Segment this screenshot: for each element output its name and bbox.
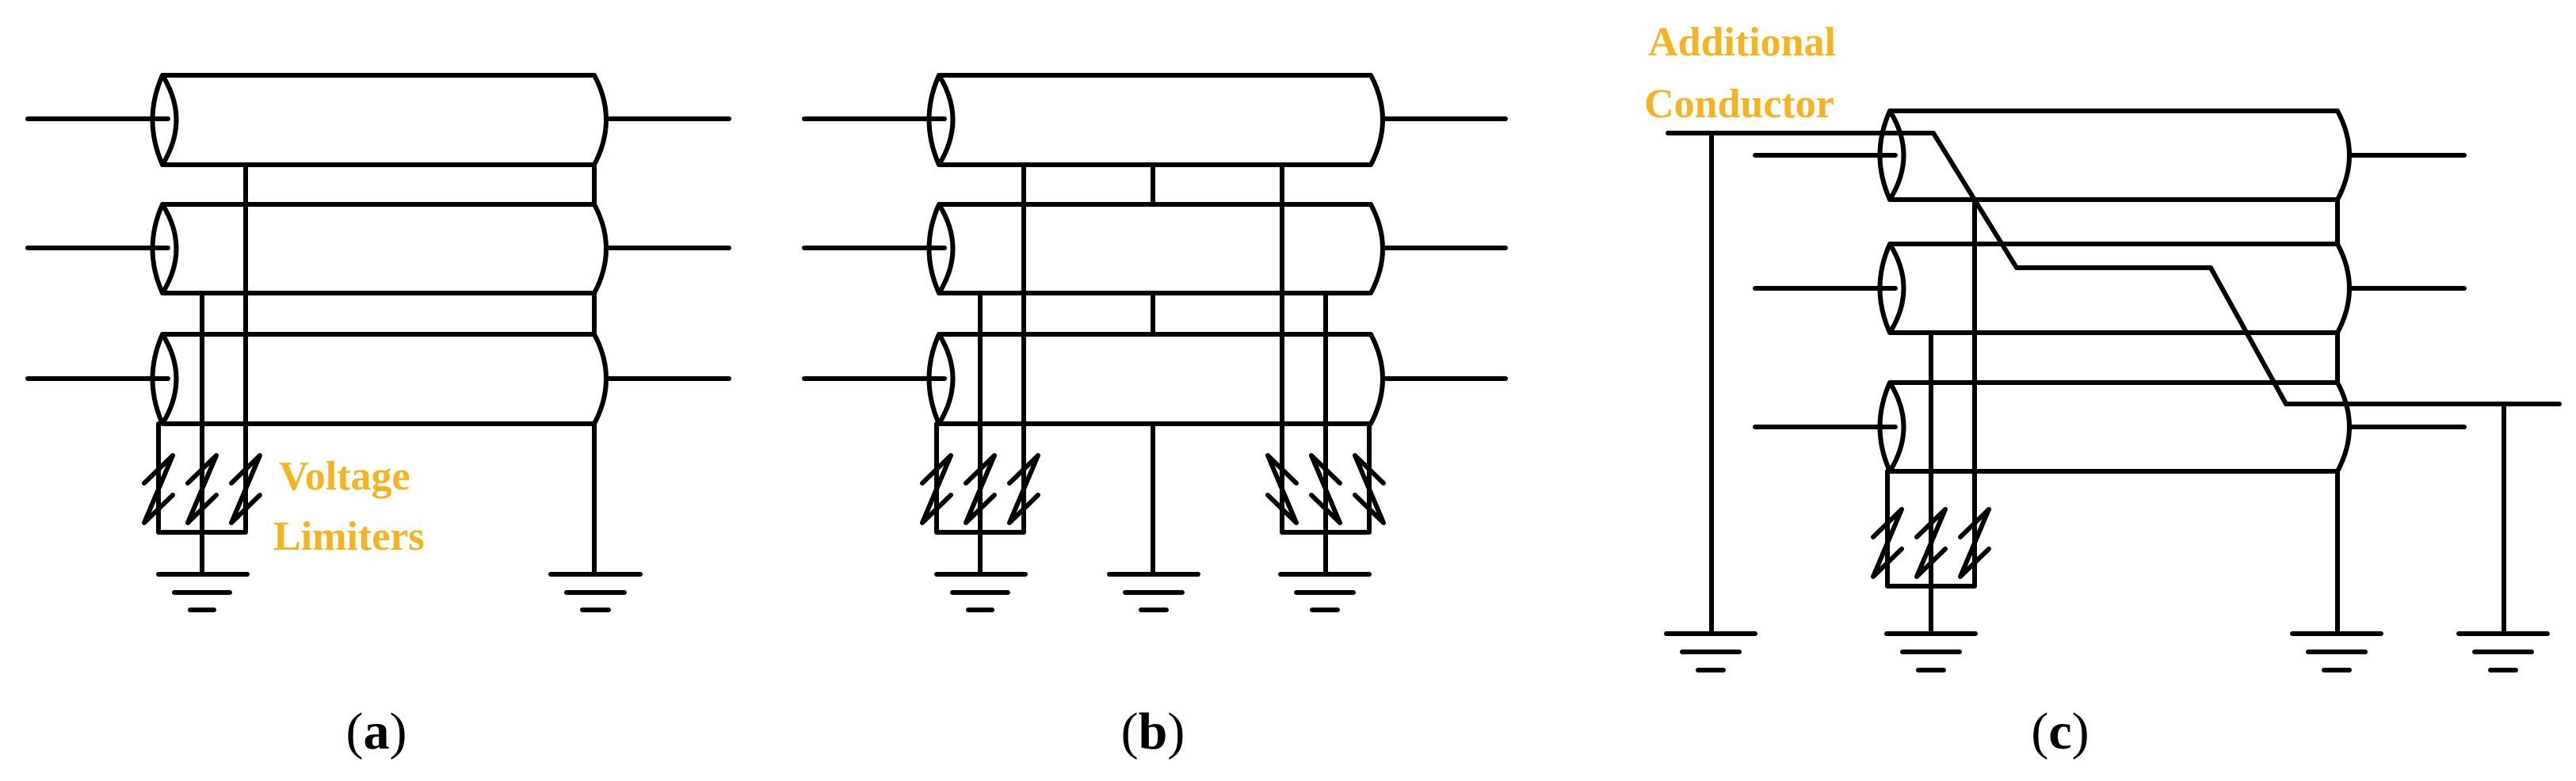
ground-c-right <box>2290 631 2383 672</box>
sheath-leads-b-left <box>978 162 1026 426</box>
voltage-limiters-a <box>142 421 262 577</box>
voltage-limiters-c <box>1871 469 1991 636</box>
panel-b <box>802 73 1508 612</box>
ground-b-right <box>1278 572 1372 612</box>
ground-c-left <box>1884 631 1978 672</box>
cable-b1 <box>802 73 1508 167</box>
cable-c2 <box>1753 242 2467 335</box>
voltage-limiters-b-left <box>920 421 1040 577</box>
additional-conductor-line <box>1666 131 2562 406</box>
sheath-leads-a <box>200 162 248 426</box>
cable-c3 <box>1753 380 2467 474</box>
additional-conductor-label: Additional Conductor <box>1644 20 1846 127</box>
caption-c: (c) <box>2031 703 2089 760</box>
sheath-leads-c <box>1929 197 1977 474</box>
ground-a-right <box>548 572 643 612</box>
caption-a: (a) <box>346 703 407 760</box>
ground-c-far-right <box>2456 631 2550 672</box>
voltage-limiters-b-right <box>1265 421 1386 577</box>
cable-b2 <box>802 202 1508 295</box>
cable-c1 <box>1753 109 2467 202</box>
panel-a: Voltage Limiters <box>25 73 731 612</box>
caption-b: (b) <box>1121 703 1185 760</box>
ground-b-left <box>934 572 1028 612</box>
sheath-leads-b-right <box>1280 162 1328 426</box>
panel-c: Additional Conductor <box>1644 20 2562 672</box>
cable-a1 <box>25 73 731 167</box>
cable-a2 <box>25 202 731 295</box>
cable-a3 <box>25 332 731 426</box>
ground-b-mid <box>1107 572 1200 612</box>
cable-b3 <box>802 332 1508 426</box>
ground-a-left <box>156 572 250 612</box>
voltage-limiters-label: Voltage Limiters <box>273 454 425 559</box>
ground-c-far-left <box>1664 631 1757 672</box>
